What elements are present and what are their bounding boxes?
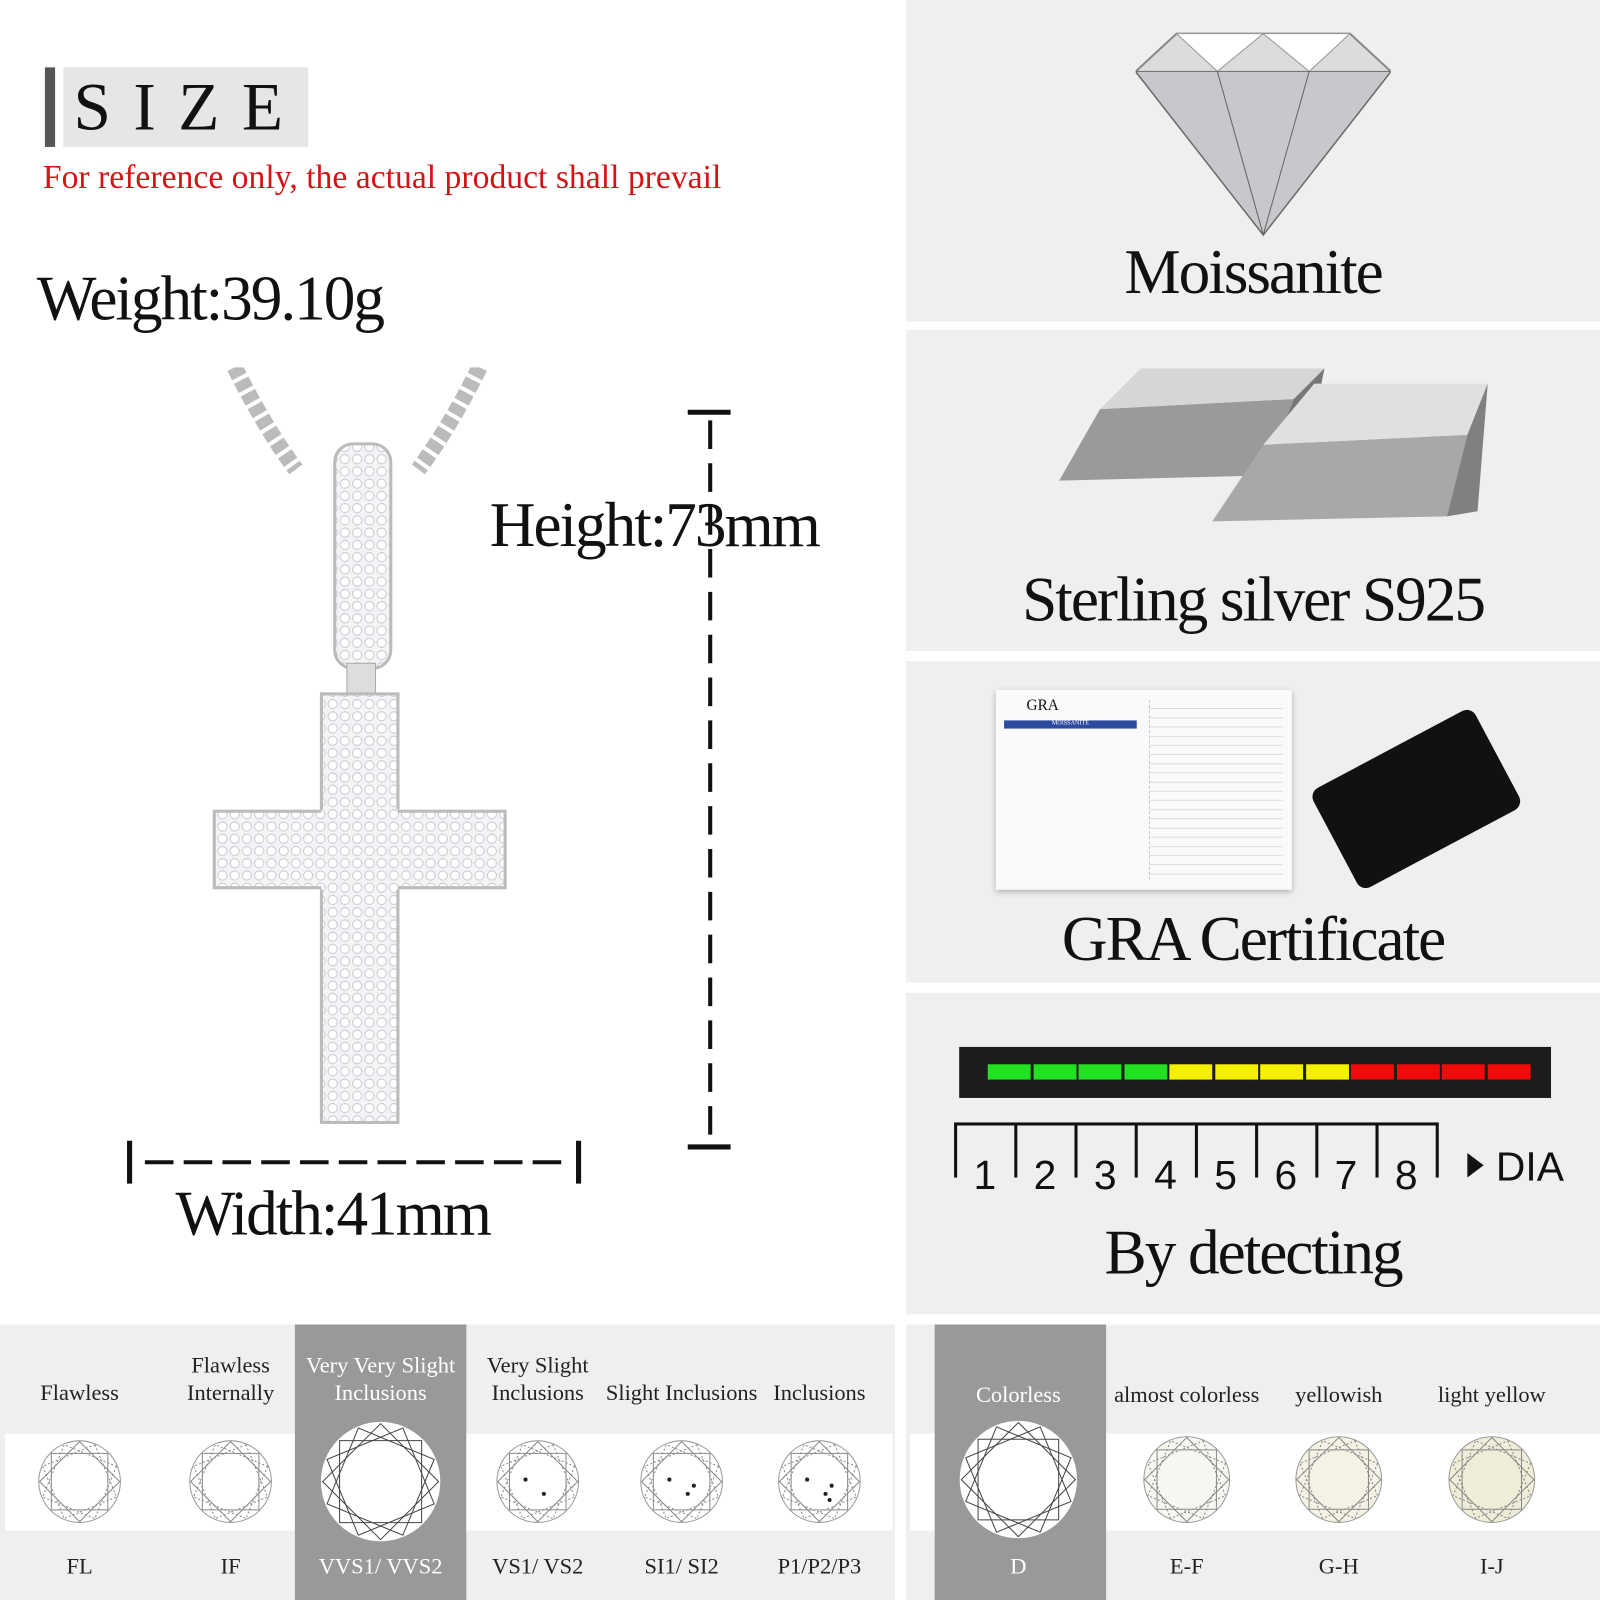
clarity-grade-code: FL <box>66 1553 93 1579</box>
scale-number: 1 <box>973 1153 997 1198</box>
diamond-diagram-icon <box>1295 1436 1383 1523</box>
scale-number: 4 <box>1154 1153 1177 1198</box>
feature-panel-silver: Sterling silver S925 <box>906 329 1600 652</box>
clarity-grade-code: VVS1/ VVS2 <box>318 1553 443 1579</box>
cert-brand: GRA <box>1026 697 1059 715</box>
feature-label: Moissanite <box>1124 237 1383 308</box>
scale-number: 5 <box>1214 1153 1237 1198</box>
feature-panel-certificate: GRA MOISSANITE GRA Certificate <box>906 661 1600 983</box>
color-grade-name: light yellow <box>1437 1381 1546 1408</box>
color-grade-code: I-J <box>1479 1553 1504 1579</box>
diamond-icon <box>1135 32 1391 237</box>
tester-segment <box>1123 1064 1167 1080</box>
diamond-diagram-icon <box>320 1421 441 1542</box>
scale-tick <box>1255 1124 1259 1178</box>
cross-pendant-image <box>212 367 507 1124</box>
scale-tick <box>1014 1124 1018 1178</box>
scale-number: 6 <box>1274 1153 1298 1198</box>
clarity-grade-name: Very Very Slight Inclusions <box>305 1352 456 1406</box>
diamond-diagram-icon <box>1448 1436 1536 1523</box>
dimension-lines <box>127 409 731 1184</box>
scale-number: 3 <box>1093 1153 1117 1198</box>
clarity-grade-name: Slight Inclusions <box>605 1379 758 1406</box>
cert-subtitle: MOISSANITE <box>1004 720 1137 729</box>
scale-unit: DIA <box>1495 1144 1564 1190</box>
feature-label: GRA Certificate <box>1061 905 1446 975</box>
diamond-diagram-icon <box>640 1440 723 1523</box>
scale-number: 8 <box>1394 1153 1418 1198</box>
color-grade-name: Colorless <box>975 1381 1061 1408</box>
scale-tick <box>1315 1124 1319 1178</box>
diamond-diagram-icon <box>496 1440 580 1523</box>
warranty-card <box>1308 706 1524 892</box>
clarity-grade-code: VS1/ VS2 <box>492 1553 584 1579</box>
width-label: Width:41mm <box>175 1179 493 1249</box>
feature-panel-detecting: By detecting <box>906 992 1600 1315</box>
clarity-grade-code: SI1/ SI2 <box>644 1553 719 1579</box>
color-grade-name: yellowish <box>1295 1381 1383 1408</box>
certificate-icon: GRA MOISSANITE <box>995 689 1292 890</box>
clarity-grade-code: P1/P2/P3 <box>777 1553 862 1579</box>
reference-note: For reference only, the actual product s… <box>42 159 722 196</box>
tester-segment <box>1033 1064 1077 1080</box>
diamond-diagram-icon <box>1143 1436 1231 1523</box>
tester-segment <box>1396 1064 1440 1080</box>
feature-panel-moissanite: Moissanite <box>906 0 1600 322</box>
diamond-diagram-icon <box>778 1440 861 1523</box>
tester-segment <box>1214 1064 1258 1080</box>
scale-tick <box>1074 1124 1078 1178</box>
diamond-diagram-icon <box>959 1420 1078 1539</box>
color-grade-code: E-F <box>1169 1553 1204 1579</box>
silver-bars-icon <box>1059 368 1488 522</box>
color-grade-name: almost colorless <box>1114 1381 1260 1408</box>
color-grade-code: G-H <box>1318 1553 1359 1579</box>
diamond-diagram-icon <box>38 1440 121 1523</box>
tester-segment <box>1169 1064 1213 1080</box>
weight-label: Weight:39.10g <box>36 264 385 334</box>
color-grade-code: D <box>1010 1553 1027 1579</box>
scale-number: 7 <box>1334 1153 1358 1198</box>
clarity-grade-name: Inclusions <box>773 1379 866 1406</box>
arrow-icon <box>1467 1153 1484 1178</box>
tester-segment <box>1351 1064 1394 1080</box>
tester-segment <box>1078 1064 1122 1080</box>
diamond-diagram-icon <box>189 1440 272 1523</box>
clarity-grade-name: Flawless <box>40 1379 119 1406</box>
tester-segment <box>1260 1064 1304 1080</box>
feature-label: By detecting <box>1104 1218 1404 1288</box>
clarity-grade-name: Very Slight Inclusions <box>486 1352 589 1406</box>
height-label: Height:73mm <box>489 490 821 561</box>
scale-tick <box>1375 1124 1379 1178</box>
title-accent-bar <box>44 67 56 147</box>
clarity-grade-name: Flawless Internally <box>186 1352 275 1406</box>
scale-tick <box>954 1124 958 1178</box>
tester-segment <box>987 1064 1031 1080</box>
scale-number: 2 <box>1033 1153 1057 1198</box>
tester-segment <box>1487 1064 1531 1080</box>
scale-tick <box>1194 1124 1198 1178</box>
scale-tick <box>1435 1124 1439 1178</box>
tester-segment <box>1441 1064 1485 1080</box>
feature-label: Sterling silver S925 <box>1022 565 1486 635</box>
scale-tick <box>1134 1124 1138 1178</box>
size-title: SIZE <box>63 67 309 147</box>
scale-baseline <box>954 1122 1439 1126</box>
clarity-grade-code: IF <box>220 1553 241 1579</box>
tester-segment <box>1305 1064 1349 1080</box>
